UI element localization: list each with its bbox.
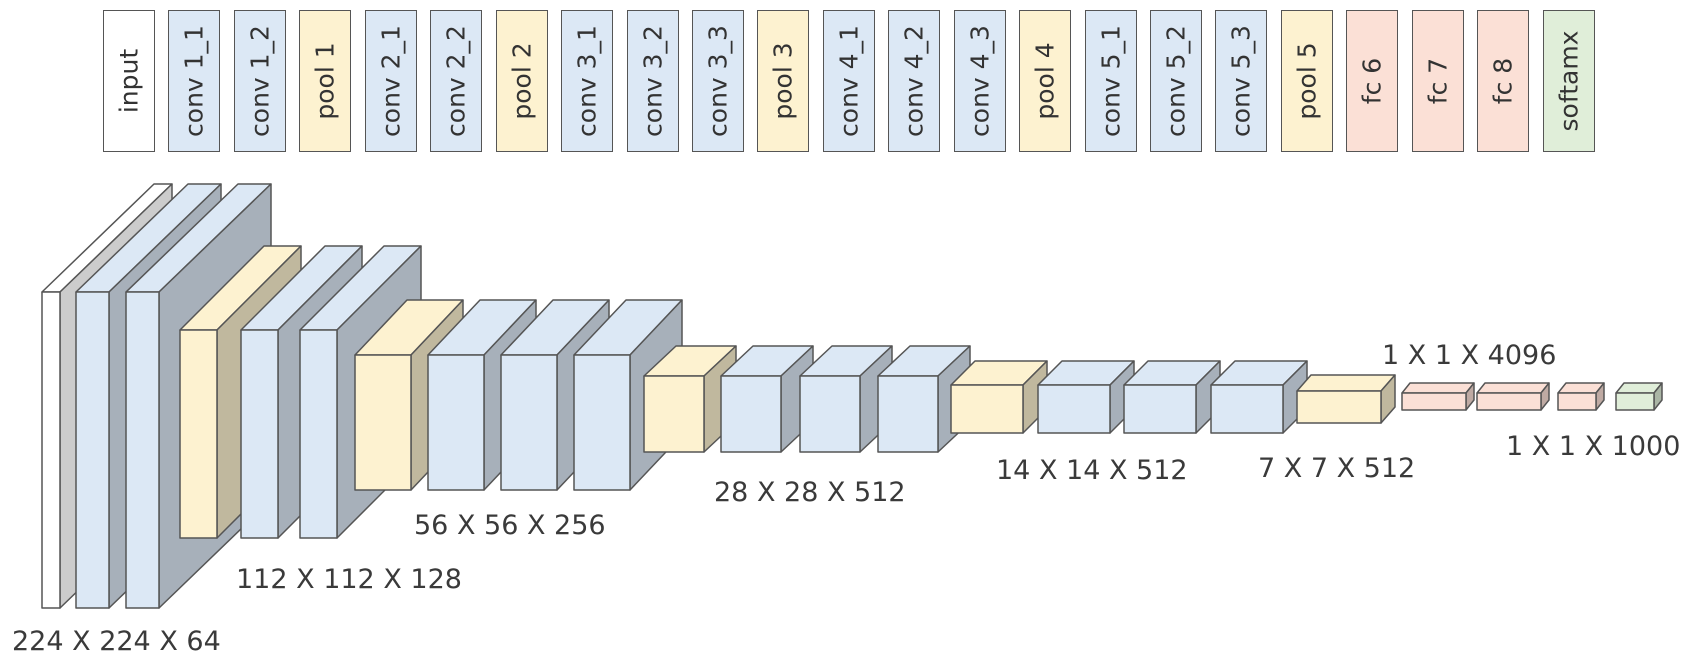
dim-label-block6: 7 X 7 X 512 bbox=[1258, 453, 1415, 484]
block-conv-3-1-front-face bbox=[427, 354, 485, 491]
legend-conv2-2: conv 2_2 bbox=[430, 10, 482, 152]
layer-legend: input conv 1_1 conv 1_2 pool 1 conv 2_1 … bbox=[0, 0, 1682, 160]
dim-label-block3: 56 X 56 X 256 bbox=[414, 510, 606, 541]
block-fc-7-top-face bbox=[1476, 382, 1550, 394]
block-conv-3-3-front-face bbox=[573, 354, 631, 491]
block-fc-6-front-face bbox=[1401, 392, 1467, 411]
dim-label-output: 1 X 1 X 1000 bbox=[1506, 431, 1680, 462]
block-pool-5-front-face bbox=[1296, 390, 1382, 424]
legend-conv5-1: conv 5_1 bbox=[1085, 10, 1137, 152]
legend-conv1-1: conv 1_1 bbox=[168, 10, 220, 152]
dim-label-block1: 224 X 224 X 64 bbox=[12, 626, 221, 657]
block-conv-2-1-front-face bbox=[240, 329, 279, 539]
block-pool-3-front-face bbox=[643, 375, 705, 453]
legend-softmax: softamx bbox=[1543, 10, 1595, 152]
block-conv-4-3-front-face bbox=[877, 375, 939, 453]
block-fc-8 bbox=[1557, 382, 1605, 411]
legend-fc7: fc 7 bbox=[1412, 10, 1464, 152]
legend-conv1-2: conv 1_2 bbox=[234, 10, 286, 152]
block-conv-5-1 bbox=[1037, 360, 1135, 434]
block-pool-5-top-face bbox=[1296, 374, 1396, 392]
dim-label-block2: 112 X 112 X 128 bbox=[236, 564, 462, 595]
dim-label-fc: 1 X 1 X 4096 bbox=[1382, 340, 1556, 371]
legend-conv3-2: conv 3_2 bbox=[627, 10, 679, 152]
block-pool-4-front-face bbox=[950, 384, 1024, 434]
block-conv-4-1-front-face bbox=[720, 375, 782, 453]
block-conv-1-1-front-face bbox=[75, 291, 110, 609]
layer-blocks bbox=[41, 183, 1663, 609]
block-conv-3-2-front-face bbox=[500, 354, 558, 491]
legend-fc8: fc 8 bbox=[1477, 10, 1529, 152]
legend-pool4: pool 4 bbox=[1019, 10, 1071, 152]
legend-conv2-1: conv 2_1 bbox=[365, 10, 417, 152]
block-pool-5 bbox=[1296, 374, 1396, 424]
block-fc-7-front-face bbox=[1476, 392, 1542, 411]
legend-conv4-3: conv 4_3 bbox=[954, 10, 1006, 152]
legend-conv5-2: conv 5_2 bbox=[1150, 10, 1202, 152]
block-fc-7 bbox=[1476, 382, 1550, 411]
legend-fc6: fc 6 bbox=[1346, 10, 1398, 152]
block-conv-5-3 bbox=[1210, 360, 1308, 434]
block-conv-5-2-front-face bbox=[1123, 384, 1197, 434]
legend-conv4-1: conv 4_1 bbox=[823, 10, 875, 152]
block-fc-6-top-face bbox=[1401, 382, 1475, 394]
block-conv-5-3-front-face bbox=[1210, 384, 1284, 434]
dim-label-block5: 14 X 14 X 512 bbox=[996, 455, 1188, 486]
block-input-front-face bbox=[41, 291, 61, 609]
legend-input: input bbox=[103, 10, 155, 152]
block-conv-2-2-front-face bbox=[299, 329, 338, 539]
block-conv-5-2 bbox=[1123, 360, 1221, 434]
legend-conv4-2: conv 4_2 bbox=[888, 10, 940, 152]
legend-pool2: pool 2 bbox=[496, 10, 548, 152]
block-conv-4-2-front-face bbox=[799, 375, 861, 453]
legend-conv3-3: conv 3_3 bbox=[692, 10, 744, 152]
dim-label-block4: 28 X 28 X 512 bbox=[714, 477, 906, 508]
legend-pool5: pool 5 bbox=[1281, 10, 1333, 152]
block-softamx-front-face bbox=[1615, 392, 1655, 411]
block-fc-6 bbox=[1401, 382, 1475, 411]
block-conv-5-1-front-face bbox=[1037, 384, 1111, 434]
block-pool-1-front-face bbox=[179, 329, 218, 539]
block-fc-8-front-face bbox=[1557, 392, 1597, 411]
block-conv-1-2-front-face bbox=[125, 291, 160, 609]
block-pool-4 bbox=[950, 360, 1048, 434]
legend-pool1: pool 1 bbox=[299, 10, 351, 152]
legend-conv3-1: conv 3_1 bbox=[561, 10, 613, 152]
block-pool-2-front-face bbox=[354, 354, 412, 491]
block-softamx bbox=[1615, 382, 1663, 411]
legend-pool3: pool 3 bbox=[757, 10, 809, 152]
legend-conv5-3: conv 5_3 bbox=[1215, 10, 1267, 152]
